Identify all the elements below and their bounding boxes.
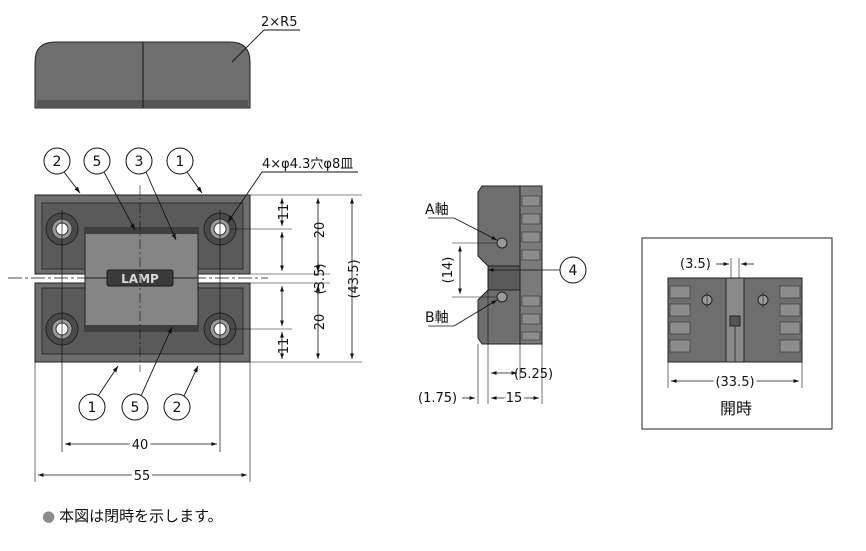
leader <box>227 171 263 223</box>
front-vertical-dimensions: 11 20 (3.5) 20 11 (43.5) <box>230 194 362 363</box>
part-balloons-bottom: 1 5 2 <box>78 326 199 421</box>
dimension-gap: (3.5) <box>313 264 328 295</box>
open-view-panel: (3.5) (33.5) 開時 <box>641 237 833 430</box>
dimension-side-edge: (1.75) <box>418 391 457 406</box>
balloon <box>166 147 194 175</box>
hole-spec-label: 4×φ4.3穴φ8皿 <box>262 157 353 172</box>
balloon <box>43 147 71 175</box>
axis-a-pin <box>496 237 508 249</box>
balloon <box>83 147 111 175</box>
leader <box>186 171 203 194</box>
dimension-hole-pitch: 40 <box>132 438 149 453</box>
open-view-pin-slot <box>729 315 741 327</box>
balloon <box>559 256 587 284</box>
dimension-open-gap: (3.5) <box>680 257 711 272</box>
balloon-number: 4 <box>569 263 578 279</box>
leader <box>453 299 498 327</box>
balloon <box>78 393 106 421</box>
leader <box>97 365 119 397</box>
dimension-overall-height: (43.5) <box>347 259 362 298</box>
leader <box>103 171 136 231</box>
hole-spec-callout: 4×φ4.3穴φ8皿 <box>227 157 358 223</box>
open-view-ribs-right <box>779 285 801 353</box>
balloon <box>125 147 153 175</box>
dimension-side-offset: (5.25) <box>514 367 553 382</box>
axis-a-label: A軸 <box>425 202 449 218</box>
leader <box>63 171 81 194</box>
front-horizontal-dimensions: 40 55 <box>34 362 251 487</box>
axis-b-label: B軸 <box>425 310 449 326</box>
leader <box>140 326 173 397</box>
dimension-20-bottom: 20 <box>313 314 328 331</box>
top-view: 2×R5 <box>34 15 300 109</box>
balloon-number: 3 <box>135 154 144 170</box>
balloon-number: 2 <box>53 154 62 170</box>
side-view: A軸 B軸 (14) 4 (5.25) 15 (1.75) <box>418 185 587 409</box>
side-view-ribs <box>521 195 541 341</box>
dimension-20-top: 20 <box>313 222 328 239</box>
leader <box>183 365 199 397</box>
dimension-open-width: (33.5) <box>715 375 754 390</box>
balloon-number: 5 <box>93 154 102 170</box>
axis-b-pin <box>496 291 508 303</box>
dimension-11-bottom: 11 <box>277 338 292 355</box>
center-cover-top-edge <box>85 228 198 234</box>
balloon-number: 1 <box>88 400 97 416</box>
open-caption: 開時 <box>720 399 752 418</box>
dimension-axis-pitch: (14) <box>441 257 456 284</box>
footnote: ●本図は閉時を示します。 <box>42 505 223 526</box>
dimension-overall-width: 55 <box>134 469 151 484</box>
leader <box>453 217 498 241</box>
footnote-text: 本図は閉時を示します。 <box>59 507 223 525</box>
bullet-icon: ● <box>42 507 56 525</box>
balloon-number: 2 <box>173 400 182 416</box>
radius-label: 2×R5 <box>261 15 297 30</box>
open-view-ribs-left <box>669 285 691 353</box>
dimension-side-thickness: 15 <box>506 391 523 406</box>
part-balloons-top: 2 5 3 1 <box>43 147 203 241</box>
balloon-number: 5 <box>131 400 140 416</box>
dimension-11-top: 11 <box>277 204 292 221</box>
balloon <box>121 393 149 421</box>
side-view-body <box>477 185 521 345</box>
radius-leader <box>231 29 265 63</box>
balloon-number: 1 <box>176 154 185 170</box>
balloon <box>163 393 191 421</box>
front-view: LAMP <box>8 185 268 452</box>
leader <box>145 171 177 241</box>
center-cover-bottom-edge <box>85 325 198 331</box>
